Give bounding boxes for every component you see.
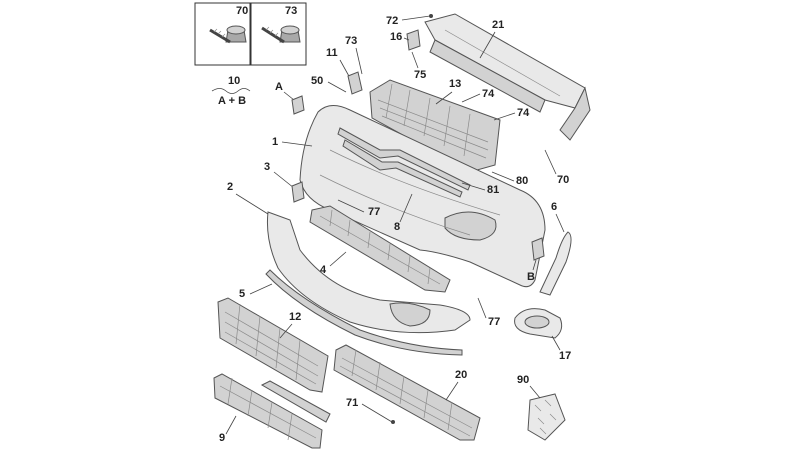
callout-6: 6 (551, 201, 557, 213)
callout-4: 4 (320, 264, 327, 276)
callout-74-a: 74 (482, 88, 495, 100)
brace-icon (211, 88, 251, 94)
part-6-side-trim (539, 231, 572, 296)
fastener-box-73: 73 (250, 2, 307, 66)
callout-21: 21 (492, 19, 504, 31)
callout-1: 1 (272, 136, 278, 148)
callout-72: 72 (386, 15, 398, 27)
callout-8: 8 (394, 221, 400, 233)
callout-2: 2 (227, 181, 233, 193)
callout-a: A (275, 81, 283, 93)
callout-70: 70 (236, 5, 248, 17)
callout-77-b: 77 (488, 316, 500, 328)
callout-74-b: 74 (517, 107, 530, 119)
part-9-grille-insert (213, 373, 323, 449)
callout-75: 75 (414, 69, 426, 81)
callout-b: B (527, 271, 535, 283)
clip-icon (429, 14, 433, 18)
part-16-bracket (406, 29, 421, 51)
callout-70: 70 (557, 174, 569, 186)
callout-10-sub: A + B (218, 95, 246, 107)
part-9-side-trim (260, 380, 331, 423)
part-90-fastener-kit (527, 393, 566, 441)
callout-13: 13 (449, 78, 461, 90)
part-17-opening (524, 315, 550, 329)
callout-50: 50 (311, 75, 323, 87)
part-a-bracket (291, 95, 305, 115)
part-4-energy-absorber (309, 205, 451, 293)
clip-icon (391, 420, 395, 424)
callout-5: 5 (239, 288, 245, 300)
callout-73: 73 (345, 35, 357, 47)
callout-80: 80 (516, 175, 528, 187)
screw-icon (209, 25, 247, 44)
callout-81: 81 (487, 184, 499, 196)
callout-11: 11 (326, 47, 338, 59)
callout-77-a: 77 (368, 206, 380, 218)
part-20-under-shield (333, 344, 481, 441)
part-13-upper-grille (369, 79, 501, 173)
part-21-reinforcement-beam (424, 13, 591, 141)
part-8-chevron-trim (337, 127, 471, 198)
callout-90: 90 (517, 374, 529, 386)
fastener-box-70: 70 (194, 2, 251, 66)
screw-icon (261, 25, 301, 44)
callout-12: 12 (289, 311, 301, 323)
part-2-lower-bumper (267, 211, 471, 334)
callout-3: 3 (264, 161, 270, 173)
part-3-bracket (291, 181, 305, 203)
callout-71: 71 (346, 397, 358, 409)
part-5-trim-strip (265, 269, 463, 356)
part-12-lower-grille (217, 297, 329, 393)
callout-17: 17 (559, 350, 571, 362)
part-b-bracket (531, 237, 545, 261)
callout-9: 9 (219, 432, 225, 444)
part-11-clip (347, 71, 363, 95)
callout-16: 16 (390, 31, 402, 43)
callout-73-box: 73 (285, 5, 297, 17)
callout-20: 20 (455, 369, 467, 381)
callout-10: 10 (228, 75, 240, 87)
